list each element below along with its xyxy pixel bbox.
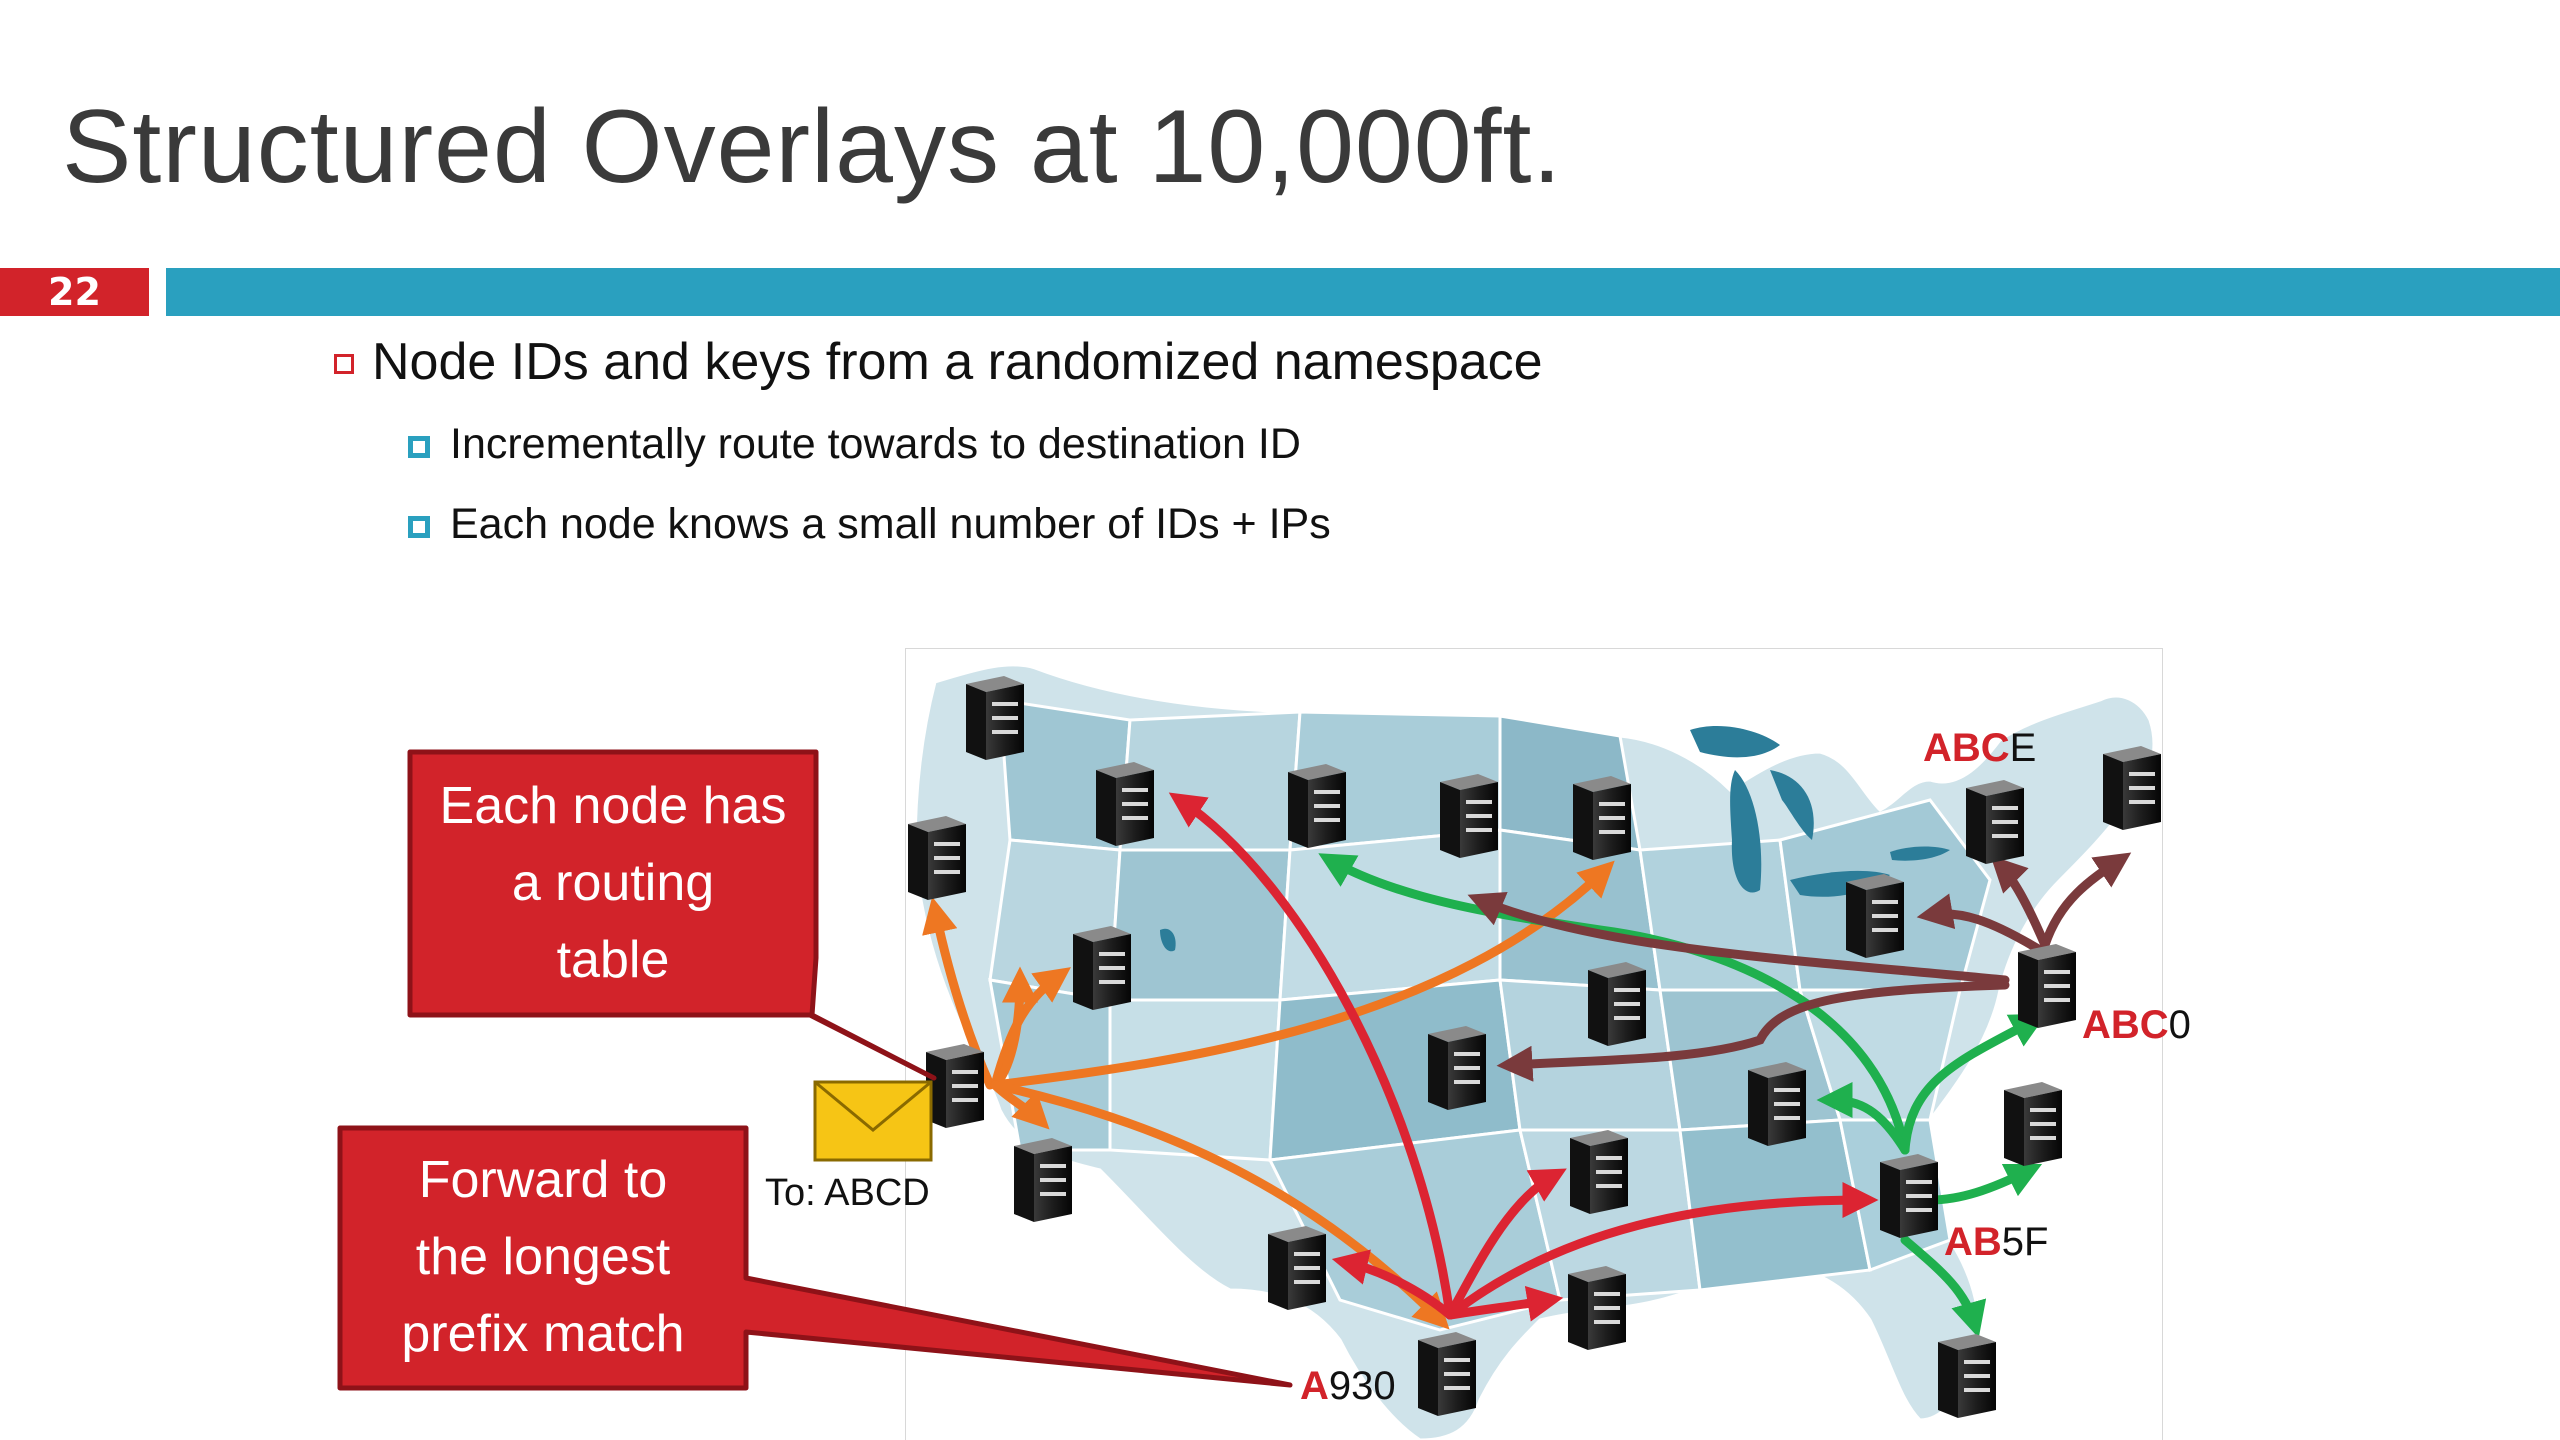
red-arrows [1168, 792, 1879, 1322]
callout-line: a routing [511, 854, 715, 912]
callout-routing-table-text: Each node has a routing table [410, 768, 816, 999]
map-frame [905, 648, 2163, 1440]
callout-line: the longest [415, 1228, 671, 1286]
server-icon [1748, 1062, 1806, 1146]
square-bullet-icon [334, 354, 354, 374]
server-icon [926, 1044, 984, 1128]
node-label-abc0: ABC0 [2082, 1003, 2191, 1047]
callout-routing-table [407, 749, 937, 1081]
callout-forward-text: Forward to the longest prefix match [340, 1142, 746, 1373]
bullet-level1: Node IDs and keys from a randomized name… [334, 332, 1543, 392]
server-icon [1268, 1226, 1326, 1310]
server-icon [1938, 1334, 1996, 1418]
bullet-level2: Each node knows a small number of IDs + … [408, 500, 1331, 549]
title-divider-bar [166, 268, 2560, 316]
node-label-abce: ABCE [1923, 726, 2037, 770]
bullet-text: Each node knows a small number of IDs + … [450, 500, 1331, 548]
server-icon [1073, 926, 1131, 1010]
envelope-icon [813, 1080, 933, 1162]
node-label-a930: A930 [1300, 1364, 1396, 1408]
callout-line: prefix match [401, 1305, 685, 1363]
slide-number: 22 [0, 268, 149, 316]
bullet-level2: Incrementally route towards to destinati… [408, 420, 1301, 469]
server-icon [2004, 1082, 2062, 1166]
server-icon [1440, 774, 1498, 858]
callout-forward [337, 1125, 1293, 1391]
node-label-ab5f: AB5F [1944, 1220, 2049, 1264]
server-icon [1428, 1026, 1486, 1110]
server-icon [1418, 1332, 1476, 1416]
server-icon [1288, 764, 1346, 848]
server-icon [1573, 776, 1631, 860]
server-icon [1880, 1154, 1938, 1238]
envelope-label: To: ABCD [765, 1172, 930, 1214]
callout-line: Forward to [418, 1151, 668, 1209]
server-icon [1014, 1138, 1072, 1222]
square-bullet-icon [408, 436, 430, 458]
server-icon [2018, 944, 2076, 1028]
callout-line: Each node has [439, 777, 787, 835]
server-icon [1966, 780, 2024, 864]
server-icon [1588, 962, 1646, 1046]
maroon-arrows [1467, 852, 2132, 1082]
server-icon [908, 816, 966, 900]
server-icon [2103, 746, 2161, 830]
server-icon [1568, 1266, 1626, 1350]
green-arrows [1318, 853, 2047, 1338]
square-bullet-icon [408, 516, 430, 538]
server-icon [1846, 874, 1904, 958]
callout-line: table [556, 931, 670, 989]
bullet-text: Incrementally route towards to destinati… [450, 420, 1301, 468]
server-icon [1570, 1130, 1628, 1214]
slide-title: Structured Overlays at 10,000ft. [62, 89, 1563, 205]
server-icon [1096, 762, 1154, 846]
bullet-text: Node IDs and keys from a randomized name… [372, 333, 1543, 391]
server-icon [966, 676, 1024, 760]
